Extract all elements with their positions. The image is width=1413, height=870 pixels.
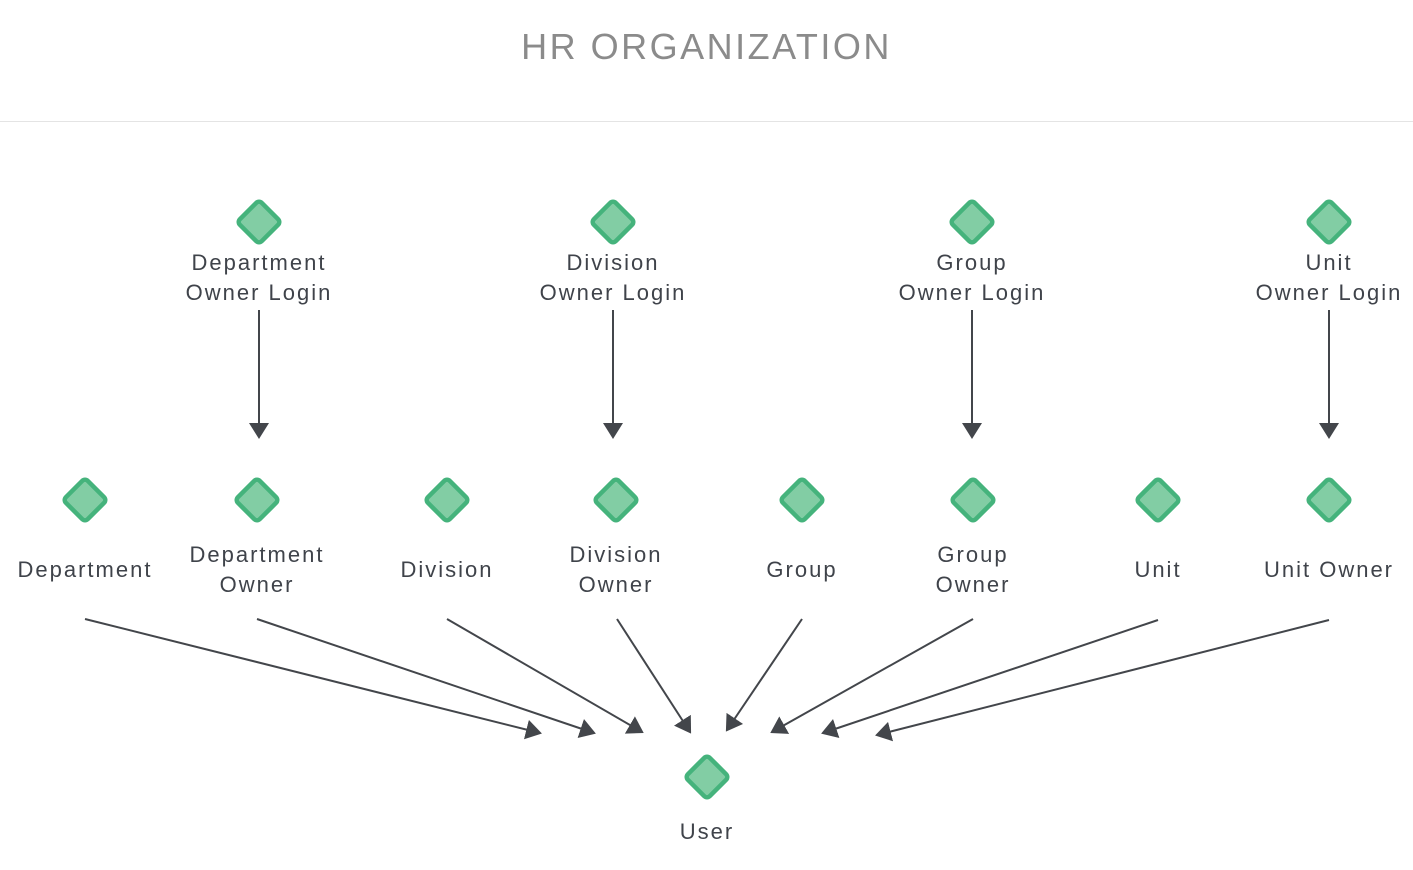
diamond-node-user[interactable]: [684, 754, 730, 800]
diamond-node-unit[interactable]: [1135, 477, 1181, 523]
diamond-node-division-owner-login[interactable]: [590, 199, 636, 245]
diamond-node-division-owner[interactable]: [593, 477, 639, 523]
page-title: HR ORGANIZATION: [521, 26, 892, 67]
edge-group-to-user: [725, 618, 803, 732]
header-divider: [0, 121, 1413, 122]
diamond-node-unit-owner-login[interactable]: [1306, 199, 1352, 245]
node-layer: [62, 199, 1352, 800]
diamond-node-department-owner-login[interactable]: [236, 199, 282, 245]
edge-department-owner-to-user: [256, 618, 596, 738]
edge-division-owner-to-user: [616, 618, 692, 734]
edge-layer: [84, 310, 1339, 742]
edge-department-to-user: [84, 618, 542, 740]
diamond-node-department-owner[interactable]: [234, 477, 280, 523]
edge-group-owner-to-user: [770, 618, 974, 734]
edge-division-to-user: [446, 618, 644, 734]
edge-unit-to-user: [821, 619, 1159, 739]
diamond-node-department[interactable]: [62, 477, 108, 523]
diamond-node-group-owner[interactable]: [950, 477, 996, 523]
diamond-node-division[interactable]: [424, 477, 470, 523]
diamond-node-group[interactable]: [779, 477, 825, 523]
edge-unit-owner-to-user: [875, 619, 1330, 742]
diamond-node-group-owner-login[interactable]: [949, 199, 995, 245]
diamond-node-unit-owner[interactable]: [1306, 477, 1352, 523]
